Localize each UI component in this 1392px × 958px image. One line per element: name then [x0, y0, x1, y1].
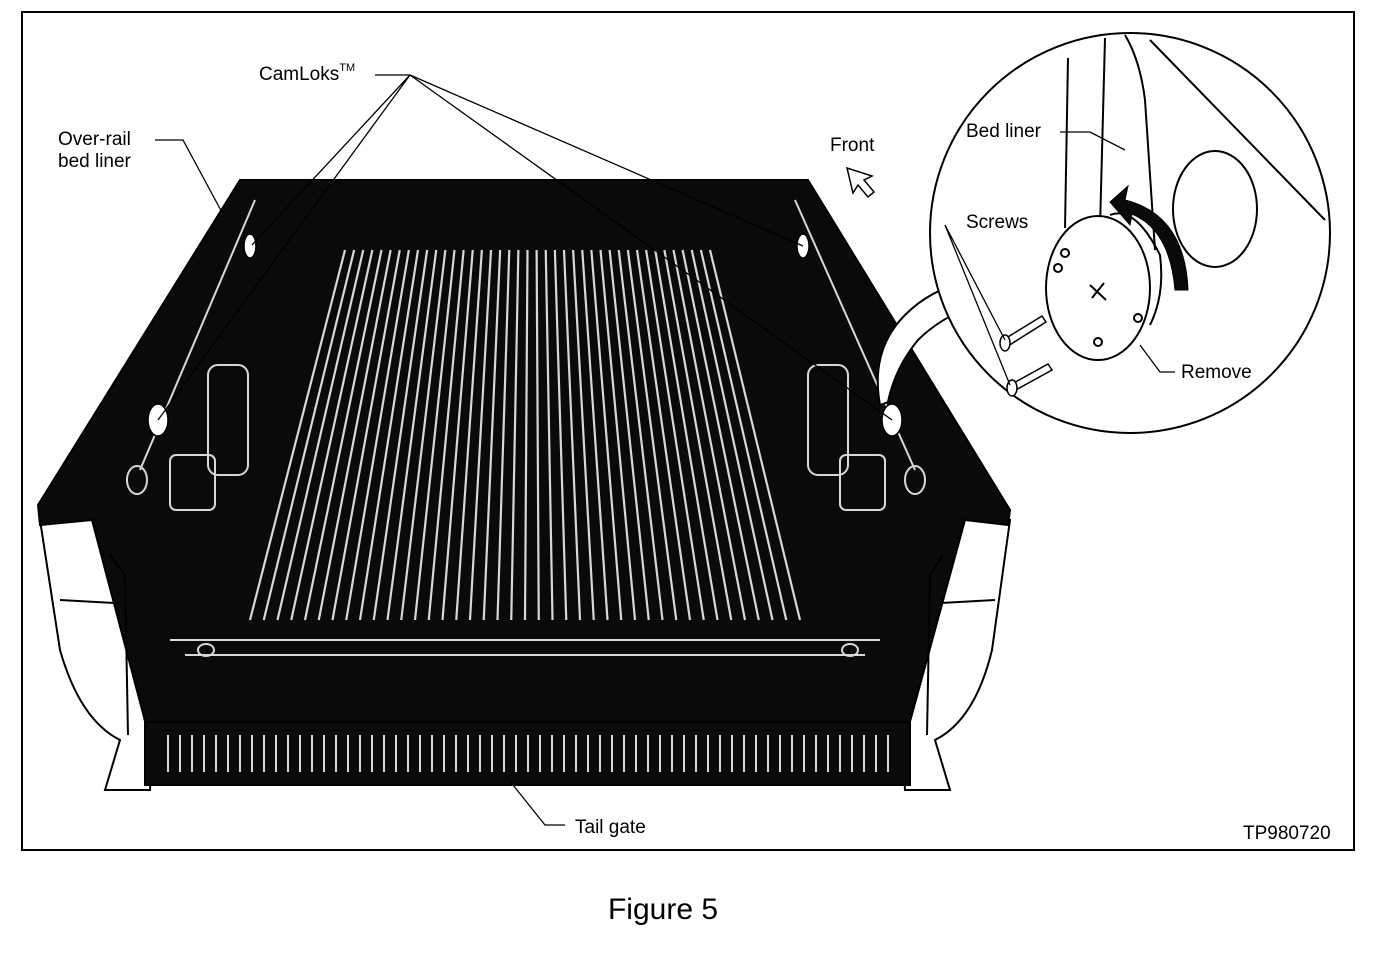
floor-rib — [645, 249, 705, 621]
floor-rib — [345, 249, 410, 621]
floor-rib — [544, 249, 554, 621]
floor-rib — [599, 249, 637, 621]
floor-rib — [303, 249, 383, 621]
trademark-symbol: TM — [339, 62, 356, 74]
floor-rib — [372, 249, 429, 621]
floor-rib — [699, 249, 788, 621]
floor-rib — [358, 249, 420, 621]
tail-gate-cables — [109, 554, 944, 736]
floor-rib — [590, 249, 623, 621]
floor-rib — [572, 249, 595, 621]
floor-rib — [386, 249, 438, 621]
detail-contents — [1045, 34, 1326, 361]
floor-rib — [635, 249, 692, 621]
floor-rib — [468, 249, 493, 621]
floor-rib — [441, 249, 474, 621]
floor-rib — [248, 249, 347, 621]
over-rail-label-line1: Over-rail — [58, 129, 131, 150]
floor-rib — [262, 249, 356, 621]
floor-rib — [581, 249, 609, 621]
front-arrow-icon — [845, 166, 876, 199]
floor-rib — [663, 249, 733, 621]
figure-code: TP980720 — [1243, 823, 1331, 844]
bed-floor-ribs — [248, 249, 802, 621]
tail-gate-label: Tail gate — [575, 817, 646, 838]
screws — [999, 314, 1054, 397]
floor-rib — [413, 249, 456, 621]
camlok-plate — [1045, 215, 1151, 361]
floor-rib — [562, 249, 582, 621]
floor-rib — [617, 249, 664, 621]
tail-gate-ribs — [167, 735, 889, 772]
floor-rib — [276, 249, 365, 621]
floor-rib — [654, 249, 719, 621]
liner-hole — [1172, 150, 1258, 268]
camloks-leaders — [157, 74, 893, 421]
floor-rib — [510, 249, 520, 621]
floor-rib — [427, 249, 465, 621]
camloks-label: CamLoksTM — [259, 62, 356, 88]
rotate-arrow-icon — [1109, 184, 1189, 291]
bed-liner-label: Bed liner — [966, 121, 1041, 142]
detail-leaders — [944, 131, 1175, 386]
floor-rib — [400, 249, 447, 621]
floor-rib — [681, 249, 760, 621]
floor-rib — [708, 249, 802, 621]
screws-label: Screws — [966, 212, 1029, 233]
floor-rib — [535, 249, 540, 621]
floor-rib — [523, 249, 529, 621]
tail-gate-leader — [504, 774, 565, 826]
over-rail-leader — [155, 139, 226, 219]
floor-rib — [290, 249, 374, 621]
floor-rib — [496, 249, 511, 621]
floor-rib — [482, 249, 502, 621]
figure-frame — [21, 11, 1355, 851]
remove-label: Remove — [1181, 362, 1252, 383]
camloks-text: CamLoks — [259, 64, 340, 85]
floor-rib — [690, 249, 774, 621]
floor-rib — [317, 249, 392, 621]
floor-rib — [553, 249, 568, 621]
figure-caption: Figure 5 — [607, 893, 719, 926]
floor-rib — [626, 249, 678, 621]
over-rail-label-line2: bed liner — [58, 151, 131, 172]
camlok-front-left — [243, 233, 257, 259]
floor-rib — [608, 249, 650, 621]
front-label: Front — [830, 135, 875, 156]
floor-rib — [455, 249, 483, 621]
floor-rib — [331, 249, 401, 621]
floor-rib — [672, 249, 747, 621]
